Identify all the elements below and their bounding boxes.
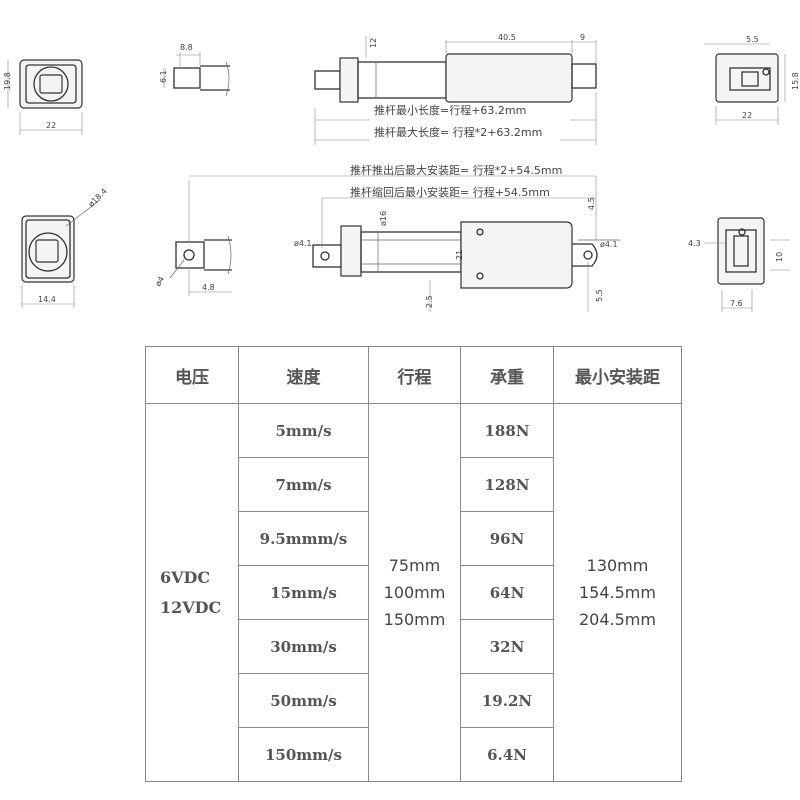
- rod-end-detail-top: [163, 52, 230, 97]
- speed-cell: 9.5mmm/s: [238, 511, 369, 566]
- actuator-side-view-bottom: [189, 175, 620, 312]
- stroke-cell: 75mm 100mm 150mm: [368, 403, 461, 782]
- dim-right-top-height: 15.8: [791, 72, 800, 90]
- stroke-value: 150mm: [383, 610, 446, 629]
- speed-cell: 150mm/s: [238, 727, 369, 782]
- dim-rod-hole-offset: 4.8: [202, 283, 215, 292]
- header-load: 承重: [460, 346, 554, 404]
- dim-right-bottom-width: 7.6: [730, 299, 743, 308]
- voltage-cell: 6VDC 12VDC: [145, 403, 239, 782]
- table-row: 9.5mmm/s 96N: [146, 511, 682, 566]
- end-view-bottom-right: [704, 217, 790, 312]
- dim-right-bottom-height: 10: [775, 252, 784, 262]
- dim-front-hole: ø4.1: [294, 239, 312, 248]
- dim-top-left-width: 22: [46, 121, 56, 130]
- actuator-side-view-top: [314, 36, 597, 145]
- table-header-row: 电压 速度 行程 承重 最小安装距: [145, 346, 682, 404]
- spec-table: 电压 速度 行程 承重 最小安装距 6VDC 12VDC 5mm/s 75mm …: [145, 346, 682, 782]
- note-min-length: 推杆最小长度=行程+63.2mm: [374, 103, 526, 117]
- note-max-install: 推杆推出后最大安装距= 行程*2+54.5mm: [350, 163, 562, 177]
- voltage-value: 12VDC: [160, 597, 222, 617]
- min-install-cell: 130mm 154.5mm 204.5mm: [553, 403, 682, 782]
- min-install-value: 130mm: [586, 556, 649, 575]
- rod-end-detail-bottom: [169, 180, 232, 296]
- load-cell: 128N: [460, 457, 554, 512]
- header-speed: 速度: [238, 346, 369, 404]
- dim-rear-offset-bottom: 5.5: [595, 289, 604, 302]
- dim-body-height: 21: [455, 250, 464, 260]
- dim-bottom-left-diameter: ø18.4: [87, 187, 109, 209]
- end-view-top-right: [704, 43, 786, 125]
- load-cell: 6.4N: [460, 727, 554, 782]
- dim-rod-hole: ø4: [153, 275, 166, 288]
- load-cell: 188N: [460, 403, 554, 458]
- stroke-value: 100mm: [383, 583, 446, 602]
- dim-body-tail: 9: [580, 33, 585, 42]
- dim-right-bottom-left: 4.3: [688, 239, 701, 248]
- speed-cell: 15mm/s: [238, 565, 369, 620]
- dim-top-left-height: 19.8: [3, 72, 12, 90]
- speed-cell: 50mm/s: [238, 673, 369, 728]
- end-view-top-left: [7, 59, 83, 135]
- header-min-install: 最小安装距: [553, 346, 682, 404]
- speed-cell: 7mm/s: [238, 457, 369, 512]
- table-row: 50mm/s 19.2N: [146, 673, 682, 728]
- header-voltage: 电压: [145, 346, 239, 404]
- stroke-value: 75mm: [388, 556, 441, 575]
- min-install-value: 154.5mm: [579, 583, 656, 602]
- dim-right-top-width: 5.5: [746, 35, 759, 44]
- dim-rear-hole: ø4.1: [600, 240, 618, 249]
- table-row: 7mm/s 128N: [146, 457, 682, 512]
- dim-front-offset-bottom: 2.5: [425, 295, 434, 308]
- min-install-value: 204.5mm: [579, 610, 656, 629]
- dim-right-top-base: 22: [742, 111, 752, 120]
- load-cell: 19.2N: [460, 673, 554, 728]
- table-row: 15mm/s 64N: [146, 565, 682, 620]
- dim-bottom-left-width: 14.4: [38, 295, 56, 304]
- technical-drawing: 22 19.8 8.8 6.1 40.5 9 12 推杆最小长度=行程+63.2…: [3, 33, 800, 312]
- dim-rear-offset-top: 4.5: [587, 197, 596, 210]
- dim-body-length: 40.5: [498, 33, 516, 42]
- speed-cell: 5mm/s: [238, 403, 369, 458]
- dim-rod-end-width: 8.8: [180, 43, 193, 52]
- voltage-value: 6VDC: [160, 567, 211, 587]
- note-max-length: 推杆最大长度= 行程*2+63.2mm: [374, 125, 542, 139]
- table-row: 6VDC 12VDC 5mm/s 75mm 100mm 150mm 188N 1…: [145, 403, 682, 782]
- dim-body-side-height: 12: [369, 38, 378, 48]
- load-cell: 64N: [460, 565, 554, 620]
- load-cell: 32N: [460, 619, 554, 674]
- end-view-bottom-left: [21, 199, 101, 308]
- speed-cell: 30mm/s: [238, 619, 369, 674]
- header-stroke: 行程: [368, 346, 461, 404]
- table-row: 150mm/s 6.4N: [146, 727, 682, 782]
- load-cell: 96N: [460, 511, 554, 566]
- note-min-install: 推杆缩回后最小安装距= 行程+54.5mm: [350, 185, 550, 199]
- dim-rod-end-height: 6.1: [159, 70, 168, 83]
- dim-tube-diameter: ø16: [379, 211, 388, 226]
